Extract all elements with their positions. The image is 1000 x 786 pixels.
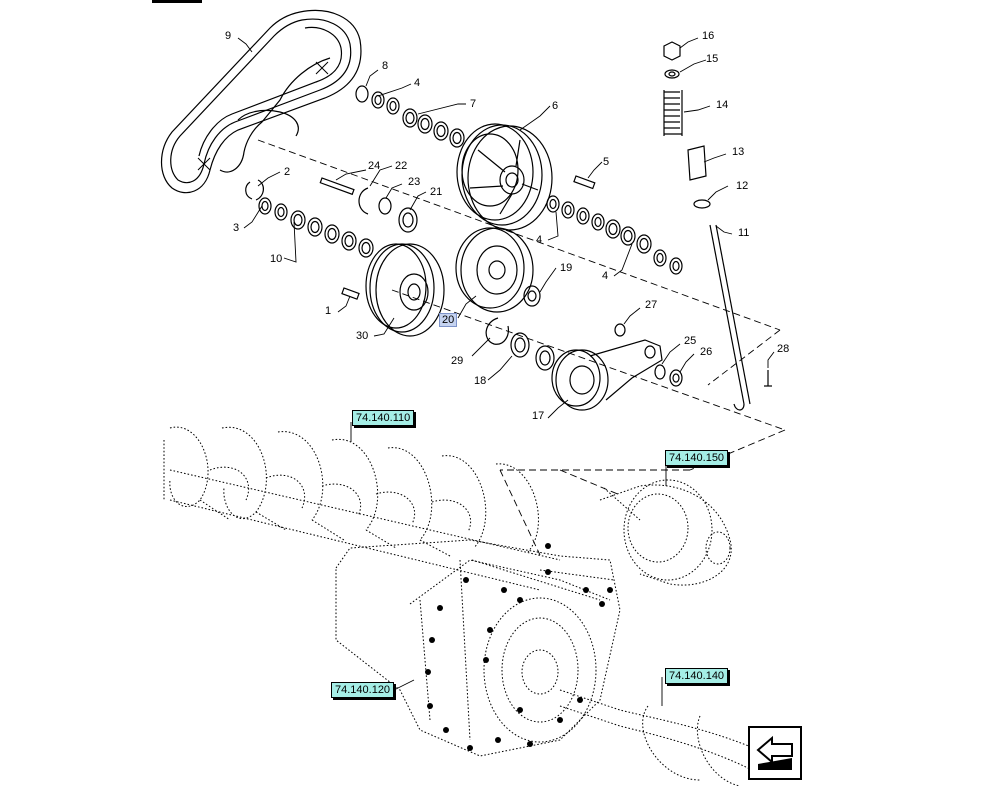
callout-10: 10	[270, 253, 283, 265]
callout-21: 21	[430, 186, 443, 198]
corner-tab	[152, 0, 202, 3]
callout-29: 29	[451, 355, 464, 367]
callout-13: 13	[732, 146, 745, 158]
callout-12: 12	[736, 180, 749, 192]
leader-lines	[237, 37, 775, 419]
spring-rod-assembly	[663, 41, 751, 411]
previous-page-arrow-icon	[756, 735, 793, 770]
callout-23: 23	[408, 176, 421, 188]
callout-22: 22	[395, 160, 408, 172]
washer-stack-right	[546, 195, 683, 275]
callout-16: 16	[702, 30, 715, 42]
callout-30: 30	[356, 330, 369, 342]
pulley-lower-left	[365, 243, 445, 337]
callout-19: 19	[560, 262, 573, 274]
callout-4c: 4	[602, 270, 609, 282]
callout-4b: 4	[536, 234, 543, 246]
reference-link-gearbox[interactable]: 74.140.120	[331, 682, 395, 698]
callout-27: 27	[645, 299, 658, 311]
callout-20: 20	[439, 313, 458, 327]
reference-leaders	[350, 422, 667, 706]
callout-5: 5	[603, 156, 610, 168]
callout-8: 8	[382, 60, 389, 72]
callout-3: 3	[233, 222, 240, 234]
small-hardware	[319, 175, 772, 387]
callout-18: 18	[474, 375, 487, 387]
callout-17: 17	[532, 410, 545, 422]
callout-14: 14	[716, 99, 729, 111]
callout-11: 11	[738, 227, 750, 239]
reference-link-auger[interactable]: 74.140.110	[352, 410, 415, 426]
housing-bolts	[425, 543, 613, 751]
callout-28: 28	[777, 343, 790, 355]
callout-15: 15	[706, 53, 719, 65]
callout-24: 24	[368, 160, 381, 172]
drive-belt	[161, 9, 362, 194]
washer-stack-left	[245, 179, 374, 258]
callout-26: 26	[700, 346, 713, 358]
idler-wheel	[455, 227, 534, 313]
reference-link-hub[interactable]: 74.140.150	[665, 450, 729, 466]
previous-page-button[interactable]	[748, 726, 802, 780]
pulley-upper	[456, 123, 553, 231]
reference-link-flight[interactable]: 74.140.140	[665, 668, 729, 684]
callout-1: 1	[325, 305, 332, 317]
callout-6: 6	[552, 100, 559, 112]
callout-9: 9	[225, 30, 232, 42]
auger-assembly	[163, 426, 781, 786]
callout-25: 25	[684, 335, 697, 347]
assembly-axes	[257, 139, 786, 556]
callout-7: 7	[470, 98, 477, 110]
callout-2: 2	[284, 166, 291, 178]
callout-4: 4	[414, 77, 421, 89]
tensioner-arm	[551, 339, 663, 411]
washer-stack-upper	[355, 85, 465, 148]
